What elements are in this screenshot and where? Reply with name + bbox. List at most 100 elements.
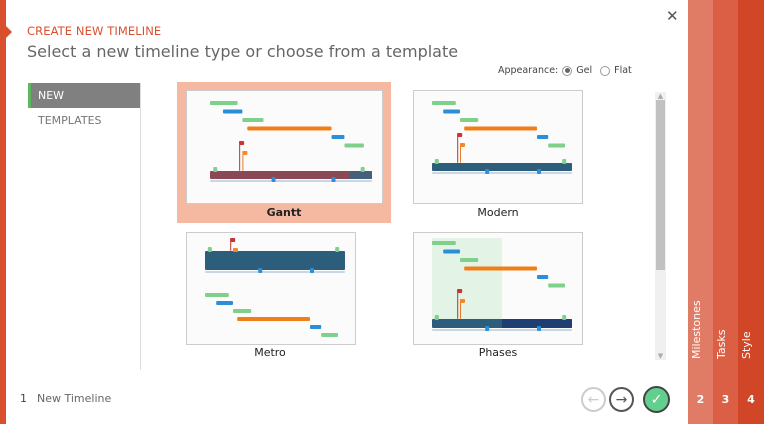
- check-icon: ✓: [650, 391, 663, 408]
- timeline-band: [210, 171, 372, 179]
- milestone-marker: [331, 177, 336, 182]
- appearance-group: Appearance: Gel Flat: [498, 65, 632, 76]
- milestone-flag: [457, 289, 459, 319]
- phases-preview: [432, 238, 572, 331]
- finish-button[interactable]: ✓: [643, 386, 670, 413]
- milestone-flag: [460, 299, 465, 303]
- task-bar: [537, 135, 549, 139]
- template-label: Phases: [478, 346, 518, 359]
- divider: [140, 83, 141, 370]
- milestone-flag: [457, 289, 463, 293]
- step-milestones[interactable]: Milestones 2: [688, 0, 713, 424]
- phase-shading: [432, 238, 502, 324]
- step-number: 1: [20, 392, 27, 405]
- milestone-flag: [460, 143, 461, 163]
- arrow-left-icon: ←: [587, 391, 600, 408]
- appearance-label: Appearance:: [498, 65, 559, 76]
- step-label: Milestones: [690, 300, 703, 359]
- scrollbar-thumb[interactable]: [656, 100, 665, 270]
- template-card-metro[interactable]: Metro: [177, 225, 363, 363]
- metro-preview: [205, 238, 345, 337]
- accent-bar: [0, 0, 6, 424]
- timeline-band: [349, 171, 372, 179]
- step-number: 2: [696, 393, 705, 406]
- milestone-flag: [239, 141, 245, 145]
- task-bar: [443, 249, 460, 254]
- step-label: Style: [740, 331, 753, 359]
- accent-arrow: [6, 26, 12, 38]
- task-bar: [310, 325, 322, 329]
- milestone-marker: [562, 159, 567, 164]
- task-bar: [432, 101, 456, 105]
- timeline-band: [432, 163, 572, 171]
- milestone-marker: [537, 169, 541, 174]
- task-bar: [432, 241, 456, 245]
- milestone-marker: [258, 268, 263, 273]
- task-bar: [247, 126, 332, 131]
- page-title: Select a new timeline type or choose fro…: [27, 42, 459, 61]
- template-card-gantt[interactable]: Gantt: [177, 82, 391, 223]
- template-label: Modern: [477, 206, 519, 219]
- timeline-track: [205, 271, 345, 273]
- timeline-track: [432, 172, 572, 174]
- next-button[interactable]: →: [609, 387, 634, 412]
- step-label: Tasks: [715, 329, 728, 359]
- step-number: 4: [747, 393, 755, 406]
- sidebar-item-templates[interactable]: TEMPLATES: [38, 114, 102, 127]
- milestone-marker: [537, 326, 541, 331]
- radio-flat[interactable]: [600, 65, 611, 76]
- dialog-kicker: CREATE NEW TIMELINE: [27, 24, 162, 38]
- task-bar: [210, 101, 238, 105]
- modern-preview: [432, 101, 572, 174]
- timeline-track: [432, 329, 572, 331]
- milestone-marker: [434, 159, 439, 164]
- milestone-marker: [310, 268, 314, 273]
- timeline-band: [205, 251, 345, 270]
- radio-gel-label: Gel: [576, 65, 593, 76]
- task-bar: [216, 301, 233, 305]
- task-bar: [537, 275, 549, 279]
- milestone-marker: [562, 315, 567, 320]
- template-card-modern[interactable]: Modern: [405, 82, 591, 223]
- template-label: Metro: [254, 346, 286, 359]
- radio-flat-label: Flat: [614, 65, 632, 76]
- milestone-flag: [233, 248, 238, 252]
- radio-gel[interactable]: [562, 65, 573, 76]
- step-number: 3: [721, 393, 730, 406]
- task-bar: [242, 118, 264, 122]
- scroll-down-icon[interactable]: ▼: [657, 352, 664, 360]
- sidebar-item-new[interactable]: NEW: [28, 83, 140, 108]
- task-bar: [331, 135, 345, 139]
- milestone-flag: [242, 151, 244, 171]
- milestone-marker: [213, 167, 218, 172]
- task-bar: [464, 126, 537, 131]
- task-bar: [233, 309, 252, 313]
- close-icon[interactable]: ✕: [666, 7, 679, 25]
- milestone-flag: [239, 141, 241, 171]
- milestone-marker: [207, 247, 212, 252]
- milestone-marker: [485, 169, 490, 174]
- milestone-flag: [460, 143, 465, 147]
- task-bar: [321, 333, 338, 337]
- task-bar: [460, 118, 479, 122]
- timeline-track: [210, 180, 372, 182]
- task-bar: [222, 109, 243, 114]
- step-label: New Timeline: [37, 392, 112, 405]
- step-tasks[interactable]: Tasks 3: [713, 0, 738, 424]
- back-button[interactable]: ←: [581, 387, 606, 412]
- milestone-flag: [242, 151, 248, 155]
- milestone-flag: [457, 133, 463, 137]
- milestone-marker: [360, 167, 365, 172]
- task-bar: [344, 143, 364, 148]
- task-bar: [464, 266, 537, 271]
- step-style[interactable]: Style 4: [738, 0, 764, 424]
- task-bar: [548, 143, 565, 148]
- task-bar: [460, 258, 479, 262]
- template-card-phases[interactable]: Phases: [405, 225, 591, 363]
- task-bar: [548, 283, 565, 288]
- milestone-flag: [230, 238, 236, 242]
- milestone-marker: [271, 177, 276, 182]
- milestone-marker: [434, 315, 439, 320]
- scroll-up-icon[interactable]: ▲: [657, 92, 664, 100]
- current-step: 1 New Timeline: [20, 392, 121, 405]
